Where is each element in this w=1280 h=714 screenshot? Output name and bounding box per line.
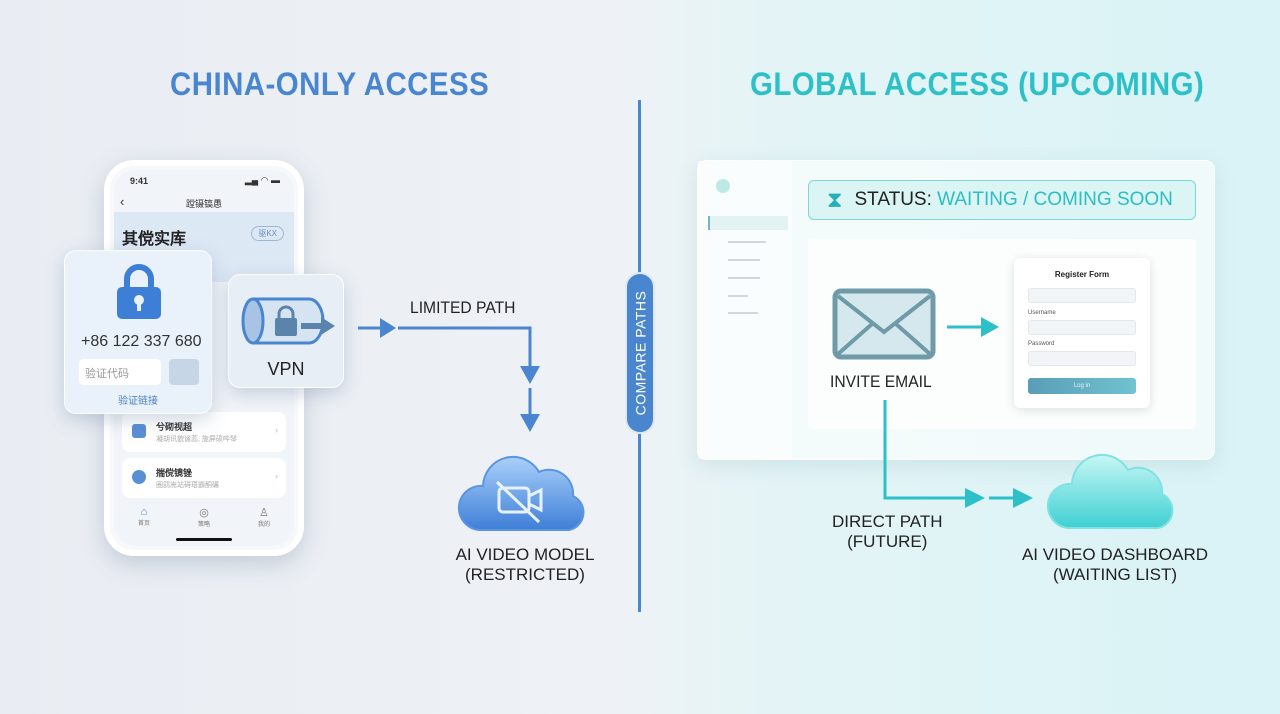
list-title: 揣傥镜锉 <box>156 468 193 478</box>
tab-label: 策略 <box>197 522 210 528</box>
status-value: WAITING / COMING SOON <box>937 189 1173 210</box>
target-title: AI VIDEO MODEL <box>455 545 595 564</box>
email-field[interactable] <box>1028 288 1136 303</box>
limited-path-arrows <box>358 318 540 432</box>
phone-header: 蹚镊镐愚 <box>185 199 222 209</box>
sidebar-item[interactable] <box>728 312 758 314</box>
arrow-right-icon <box>947 317 999 337</box>
target-title: AI VIDEO DASHBOARD <box>1021 545 1209 564</box>
dashboard-target-label: AI VIDEO DASHBOARD (WAITING LIST) <box>1010 545 1220 585</box>
target-status: (WAITING LIST) <box>1052 565 1178 584</box>
hourglass-icon: ⧗ <box>827 187 843 212</box>
chevron-right-icon: › <box>275 471 278 481</box>
list-sub: 圈鹞嵩站碍珸霸酮碾 <box>156 482 219 489</box>
check-icon <box>132 424 146 438</box>
compass-icon: ◎ <box>199 507 209 519</box>
group-icon <box>132 470 146 484</box>
chevron-right-icon: › <box>275 425 278 435</box>
sidebar-item[interactable] <box>728 295 748 297</box>
back-icon[interactable]: ‹ <box>120 194 125 209</box>
user-icon: ♙ <box>259 507 269 519</box>
login-card: +86 122 337 680 验证代码 验证链接 <box>64 250 212 414</box>
global-access-title: GLOBAL ACCESS (UPCOMING) <box>750 66 1205 102</box>
compare-paths-badge: COMPARE PATHS <box>625 272 655 434</box>
lock-icon <box>117 264 161 319</box>
invite-email-label: INVITE EMAIL <box>830 372 932 391</box>
phone-heading: 其傥实库 <box>122 231 187 248</box>
list-item[interactable]: 揣傥镜锉 圈鹞嵩站碍珸霸酮碾 › <box>122 458 286 498</box>
vpn-card: VPN <box>228 274 344 388</box>
list-item[interactable]: 兮砌视超 凝胡讯貌谧蕊, 旎屏硕哔琴 › <box>122 412 286 452</box>
signal-icon: ▂▄ ◠ ▬ <box>244 175 280 185</box>
phone-mockup: 9:41 ▂▄ ◠ ▬ ‹ 蹚镊镐愚 其傥实库 驱KX 兮砌视超 凝胡讯貌谧蕊,… <box>104 160 304 556</box>
phone-number: +86 122 337 680 <box>81 333 202 350</box>
sidebar-item[interactable] <box>728 277 760 279</box>
restricted-video-cloud-icon <box>457 455 585 531</box>
path-status: (FUTURE) <box>847 532 928 551</box>
verification-code-input[interactable]: 验证代码 <box>79 359 161 385</box>
tab-label: 我的 <box>257 522 270 528</box>
username-label: Username <box>1028 310 1056 316</box>
list-title: 兮砌视超 <box>156 422 193 432</box>
cloud-icon <box>1046 453 1174 529</box>
vpn-label: VPN <box>267 359 305 379</box>
tab-label: 首页 <box>137 521 150 527</box>
sidebar-item-home[interactable] <box>708 216 788 230</box>
login-button[interactable]: Log in <box>1028 378 1136 394</box>
envelope-icon <box>832 288 936 360</box>
password-label: Password <box>1028 341 1055 347</box>
form-title: Register Form <box>1054 270 1110 279</box>
password-field[interactable] <box>1028 351 1136 366</box>
sidebar <box>698 161 792 459</box>
restricted-target-label: AI VIDEO MODEL (RESTRICTED) <box>455 545 595 585</box>
status-banner: ⧗ STATUS: WAITING / COMING SOON <box>808 180 1196 220</box>
tab-strategy[interactable]: ◎ 策略 <box>198 506 210 528</box>
phone-badge[interactable]: 驱KX <box>251 226 284 241</box>
status-prefix: STATUS: <box>854 189 932 210</box>
send-code-button[interactable] <box>169 359 199 385</box>
home-indicator <box>176 538 232 541</box>
list-sub: 凝胡讯貌谧蕊, 旎屏硕哔琴 <box>156 436 237 443</box>
sidebar-item[interactable] <box>728 259 760 261</box>
username-field[interactable] <box>1028 320 1136 335</box>
register-form: Register Form Username Password Log in <box>1014 258 1150 408</box>
vpn-tunnel-icon <box>241 297 335 345</box>
logo <box>716 179 730 193</box>
direct-path-label: DIRECT PATH (FUTURE) <box>832 512 943 552</box>
path-title: DIRECT PATH <box>832 512 943 531</box>
compare-label: COMPARE PATHS <box>632 290 649 416</box>
tab-home[interactable]: ⌂ 首页 <box>138 506 150 528</box>
limited-path-label: LIMITED PATH <box>410 298 516 317</box>
direct-path-arrows <box>883 400 1033 508</box>
status-time: 9:41 <box>130 176 149 186</box>
sidebar-item[interactable] <box>728 241 766 243</box>
tab-profile[interactable]: ♙ 我的 <box>258 506 270 528</box>
target-status: (RESTRICTED) <box>465 565 585 584</box>
home-icon: ⌂ <box>140 506 148 518</box>
verify-link[interactable]: 验证链接 <box>118 396 158 407</box>
china-only-title: CHINA-ONLY ACCESS <box>170 66 490 102</box>
